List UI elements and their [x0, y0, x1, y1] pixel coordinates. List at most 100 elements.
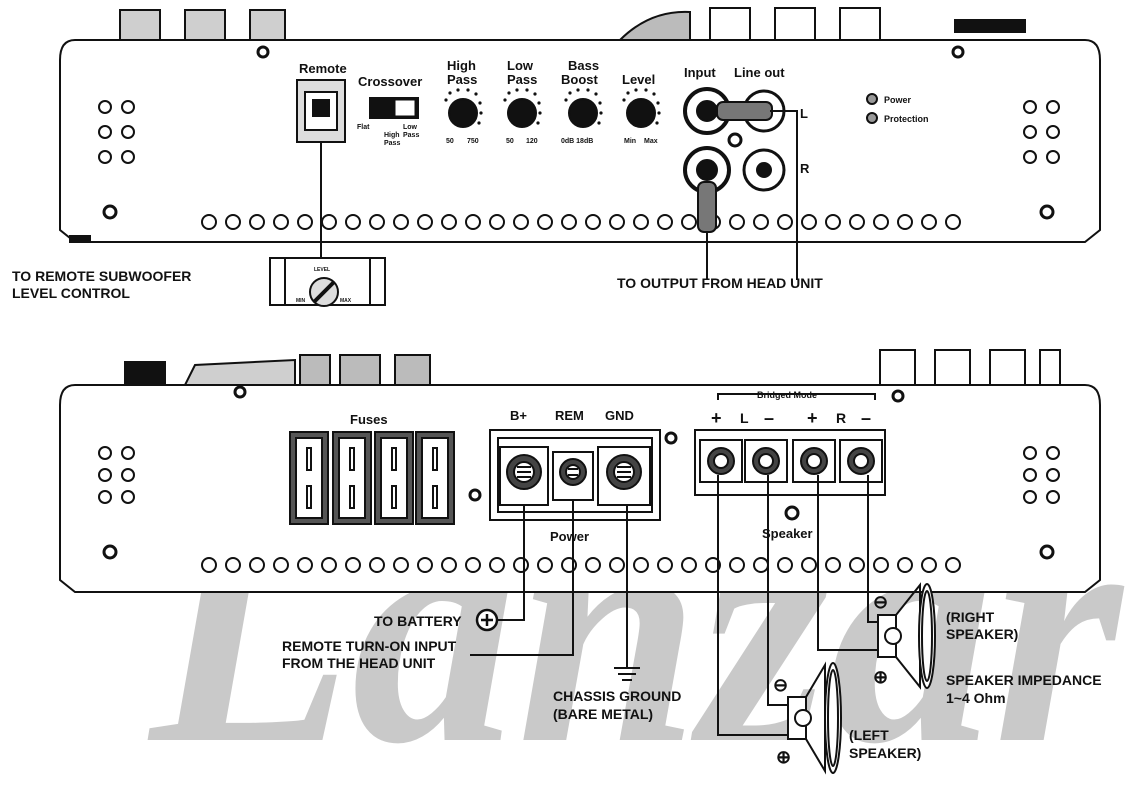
- bplus-label: B+: [510, 408, 527, 423]
- bass-boost-range: 0dB 18dB: [561, 138, 593, 145]
- knob-icon[interactable]: [568, 98, 598, 128]
- terminal-screw-bplus[interactable]: [506, 454, 542, 490]
- vent-hole: [249, 214, 265, 230]
- fuse-icon[interactable]: [289, 431, 329, 525]
- level-min: Min: [624, 138, 636, 145]
- vent-hole: [321, 557, 337, 573]
- left-vent-holes: [98, 100, 135, 164]
- line-out-label: Line out: [734, 65, 785, 80]
- high-pass-label-2: Pass: [447, 72, 477, 87]
- battery-plus-icon: [475, 608, 499, 632]
- vent-hole: [921, 214, 937, 230]
- left-speaker-label-1: (LEFT: [849, 727, 889, 743]
- bass-boost-label: Bass: [568, 58, 599, 73]
- terminal-screw-rminus[interactable]: [847, 447, 875, 475]
- vent-hole: [489, 214, 505, 230]
- vent-hole: [441, 214, 457, 230]
- right-r-label: R: [836, 410, 846, 426]
- fuse-icon[interactable]: [415, 431, 455, 525]
- input-label: Input: [684, 65, 716, 80]
- top-dark-strip: [954, 19, 1026, 33]
- vent-hole: [897, 557, 913, 573]
- left-speaker-icon: [787, 661, 842, 775]
- vent-hole: [513, 214, 529, 230]
- protection-led-label: Protection: [884, 114, 929, 124]
- vent-hole: [921, 557, 937, 573]
- power-led-label: Power: [884, 95, 912, 105]
- vent-hole: [537, 214, 553, 230]
- remote-label: Remote: [299, 61, 347, 76]
- top-labels: Remote Crossover Flat High Pass Low Pass…: [12, 58, 929, 304]
- vent-hole: [297, 557, 313, 573]
- screw-icon: [102, 544, 118, 560]
- channel-r-label: R: [800, 161, 810, 176]
- vent-hole: [873, 557, 889, 573]
- right-vent-holes: [1023, 446, 1060, 504]
- vent-hole: [705, 557, 721, 573]
- rem-label: REM: [555, 408, 584, 423]
- low-pass-label-2: Pass: [507, 72, 537, 87]
- vent-hole: [393, 557, 409, 573]
- left-speaker-minus-icon: ⊖: [773, 675, 788, 695]
- vent-hole: [801, 557, 817, 573]
- right-speaker-icon: [877, 582, 936, 690]
- terminal-screw-rem[interactable]: [559, 458, 587, 486]
- rca-lineout-r[interactable]: [742, 148, 786, 192]
- head-unit-callout: TO OUTPUT FROM HEAD UNIT: [617, 275, 823, 291]
- crossover-low-pass-label: Pass: [403, 132, 419, 139]
- top-wires: [320, 110, 798, 280]
- low-pass-label: Low: [507, 58, 534, 73]
- vent-hole: [513, 557, 529, 573]
- knob-icon[interactable]: [448, 98, 478, 128]
- vent-hole: [657, 557, 673, 573]
- right-speaker-plus-icon: ⊕: [873, 667, 888, 687]
- ground-callout-2: (BARE METAL): [553, 706, 653, 722]
- vent-hole: [537, 557, 553, 573]
- bass-boost-label-2: Boost: [561, 72, 599, 87]
- high-pass-min: 50: [446, 138, 454, 145]
- vent-hole: [561, 557, 577, 573]
- rca-input-r[interactable]: [683, 146, 731, 194]
- terminal-screw-rplus[interactable]: [800, 447, 828, 475]
- bottom-vent-row: [201, 214, 961, 230]
- fuses-label: Fuses: [350, 412, 388, 427]
- bottom-labels: Fuses B+ REM GND Power Bridged Mode + L …: [282, 390, 1102, 767]
- vent-hole: [345, 557, 361, 573]
- vent-hole: [417, 214, 433, 230]
- vent-hole: [777, 214, 793, 230]
- bottom-vent-row: [201, 557, 961, 573]
- screw-icon: [102, 204, 118, 220]
- terminal-screw-lminus[interactable]: [752, 447, 780, 475]
- remote-on-callout-2: FROM THE HEAD UNIT: [282, 655, 436, 671]
- terminal-screw-gnd[interactable]: [606, 454, 642, 490]
- vent-hole: [441, 557, 457, 573]
- right-speaker-minus-icon: ⊖: [873, 592, 888, 612]
- vent-hole: [369, 214, 385, 230]
- crossover-high-pass-label: Pass: [384, 140, 400, 147]
- vent-hole: [273, 214, 289, 230]
- left-minus-label: –: [764, 408, 774, 428]
- terminal-screw-lplus[interactable]: [707, 447, 735, 475]
- vent-hole: [825, 214, 841, 230]
- remote-level-controller[interactable]: [269, 257, 386, 307]
- knob-icon[interactable]: [507, 98, 537, 128]
- right-plus-label: +: [807, 408, 818, 428]
- vent-hole: [225, 557, 241, 573]
- vent-hole: [609, 557, 625, 573]
- fuse-icon[interactable]: [332, 431, 372, 525]
- vent-hole: [489, 557, 505, 573]
- vent-hole: [561, 214, 577, 230]
- vent-hole: [633, 557, 649, 573]
- vent-hole: [465, 214, 481, 230]
- vent-hole: [681, 214, 697, 230]
- right-speaker-label-2: SPEAKER): [946, 626, 1018, 642]
- impedance-label-1: SPEAKER IMPEDANCE: [946, 672, 1102, 688]
- fuse-icon[interactable]: [374, 431, 414, 525]
- high-pass-max: 750: [467, 138, 479, 145]
- vent-hole: [297, 214, 313, 230]
- vent-hole: [249, 557, 265, 573]
- low-pass-max: 120: [526, 138, 538, 145]
- vent-hole: [729, 214, 745, 230]
- knob-icon[interactable]: [626, 98, 656, 128]
